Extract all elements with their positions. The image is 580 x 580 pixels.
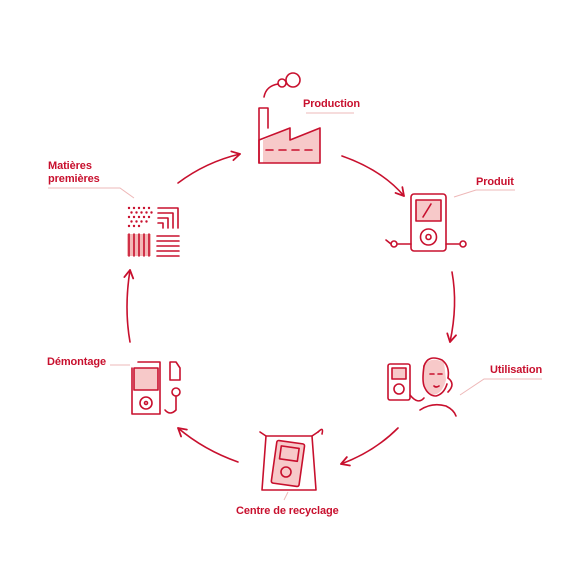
material-dot (137, 215, 141, 219)
label-raw-materials-line1: Matières (48, 160, 92, 172)
material-dot (142, 215, 146, 219)
material-dot (135, 220, 138, 223)
material-dot (137, 224, 141, 228)
arrow-recycling-to-demontage (177, 427, 239, 463)
cycle-arrows (123, 150, 457, 467)
person-with-player-icon (387, 357, 457, 417)
disassembled-player-icon (131, 361, 181, 415)
material-dot (137, 206, 141, 210)
arrow-production-to-produit (341, 155, 405, 197)
raw-materials-icon (127, 206, 180, 257)
arrow-produit-to-utilisation (446, 271, 457, 343)
recycling-bag-icon (259, 428, 324, 491)
material-dot (135, 211, 138, 214)
dots-pattern (127, 206, 153, 228)
material-dot (142, 206, 146, 210)
material-dot (127, 215, 131, 219)
material-dot (145, 211, 148, 214)
material-dot (132, 206, 136, 210)
label-demontage: Démontage (47, 356, 106, 368)
material-dot (130, 211, 133, 214)
material-dot (127, 224, 131, 228)
label-raw-materials: Matières premières (48, 160, 100, 186)
label-leaders (48, 112, 542, 501)
material-dot (145, 220, 148, 223)
music-player-icon (385, 193, 467, 252)
arrow-demontage-to-materials (123, 269, 135, 343)
arrow-materials-to-production (177, 150, 241, 184)
material-dot (132, 215, 136, 219)
label-raw-materials-line2: premières (48, 173, 100, 185)
material-dot (140, 211, 143, 214)
material-dot (140, 220, 143, 223)
arrow-utilisation-to-recycling (340, 427, 399, 467)
factory-icon (258, 72, 321, 164)
material-dot (150, 211, 153, 214)
material-dot (147, 206, 151, 210)
material-dot (130, 220, 133, 223)
label-produit: Produit (476, 176, 514, 188)
label-production: Production (303, 98, 361, 110)
label-utilisation: Utilisation (490, 364, 543, 376)
material-dot (147, 215, 151, 219)
label-recycling-center: Centre de recyclage (236, 505, 339, 517)
material-dot (132, 224, 136, 228)
material-dot (127, 206, 131, 210)
